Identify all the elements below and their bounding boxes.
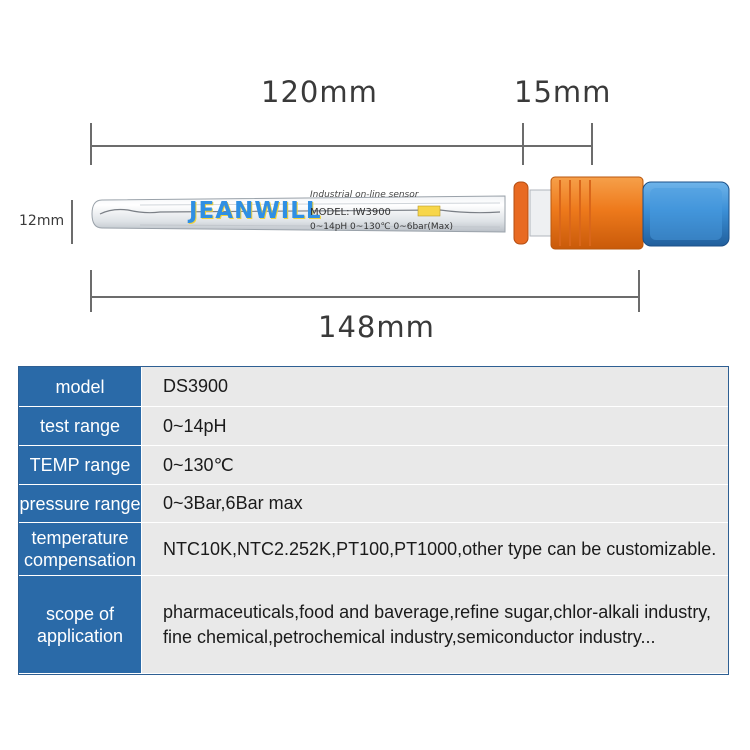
glass-body — [91, 195, 506, 233]
spec-label: TEMP range — [19, 446, 141, 485]
spec-row-pressure-range: pressure range 0~3Bar,6Bar max — [19, 485, 728, 523]
spec-row-test-range: test range 0~14pH — [19, 407, 728, 446]
spec-value: DS3900 — [141, 367, 728, 407]
dimension-tick-mid-top — [522, 123, 524, 165]
spec-value: 0~3Bar,6Bar max — [141, 485, 728, 523]
spec-row-temperature-compensation: temperature compensation NTC10K,NTC2.252… — [19, 523, 728, 576]
spec-value: 0~14pH — [141, 407, 728, 446]
probe-label-line3: 0~14pH 0~130℃ 0~6bar(Max) — [310, 222, 454, 232]
spec-label: test range — [19, 407, 141, 446]
spec-row-model: model DS3900 — [19, 367, 728, 407]
probe-label-line1: Industrial on-line sensor — [310, 190, 419, 200]
spec-table: model DS3900 test range 0~14pH TEMP rang… — [18, 366, 729, 675]
spec-row-temp-range: TEMP range 0~130℃ — [19, 446, 728, 485]
spec-label: model — [19, 367, 141, 407]
dimension-tick-right-bottom — [638, 270, 640, 312]
o-ring — [513, 181, 529, 245]
dimension-tick-left-bottom — [90, 270, 92, 312]
spec-value: 0~130℃ — [141, 446, 728, 485]
ph-sensor-probe-image — [91, 176, 730, 250]
spec-row-scope-of-application: scope of application pharmaceuticals,foo… — [19, 576, 728, 674]
spec-label: scope of application — [19, 576, 141, 674]
spec-value: pharmaceuticals,food and baverage,refine… — [141, 576, 728, 674]
probe-brand-logo: JEANWILL — [189, 198, 322, 224]
dimension-line-bottom — [90, 296, 639, 298]
dimension-120mm: 120mm — [261, 75, 378, 109]
dimension-15mm: 15mm — [514, 75, 612, 109]
blue-cap — [642, 181, 730, 247]
dimension-tick-left-top — [90, 123, 92, 165]
thread-connector — [550, 176, 644, 250]
spec-label: temperature compensation — [19, 523, 141, 576]
probe-label-line2: MODEL: IW3900 — [310, 207, 391, 218]
dimension-line-top — [90, 145, 592, 147]
dimension-tick-right-top — [591, 123, 593, 165]
spec-label: pressure range — [19, 485, 141, 523]
dimension-12mm: 12mm — [19, 213, 65, 229]
dimension-148mm: 148mm — [318, 310, 435, 344]
spec-value: NTC10K,NTC2.252K,PT100,PT1000,other type… — [141, 523, 728, 576]
dimension-tick-diameter — [71, 200, 73, 244]
